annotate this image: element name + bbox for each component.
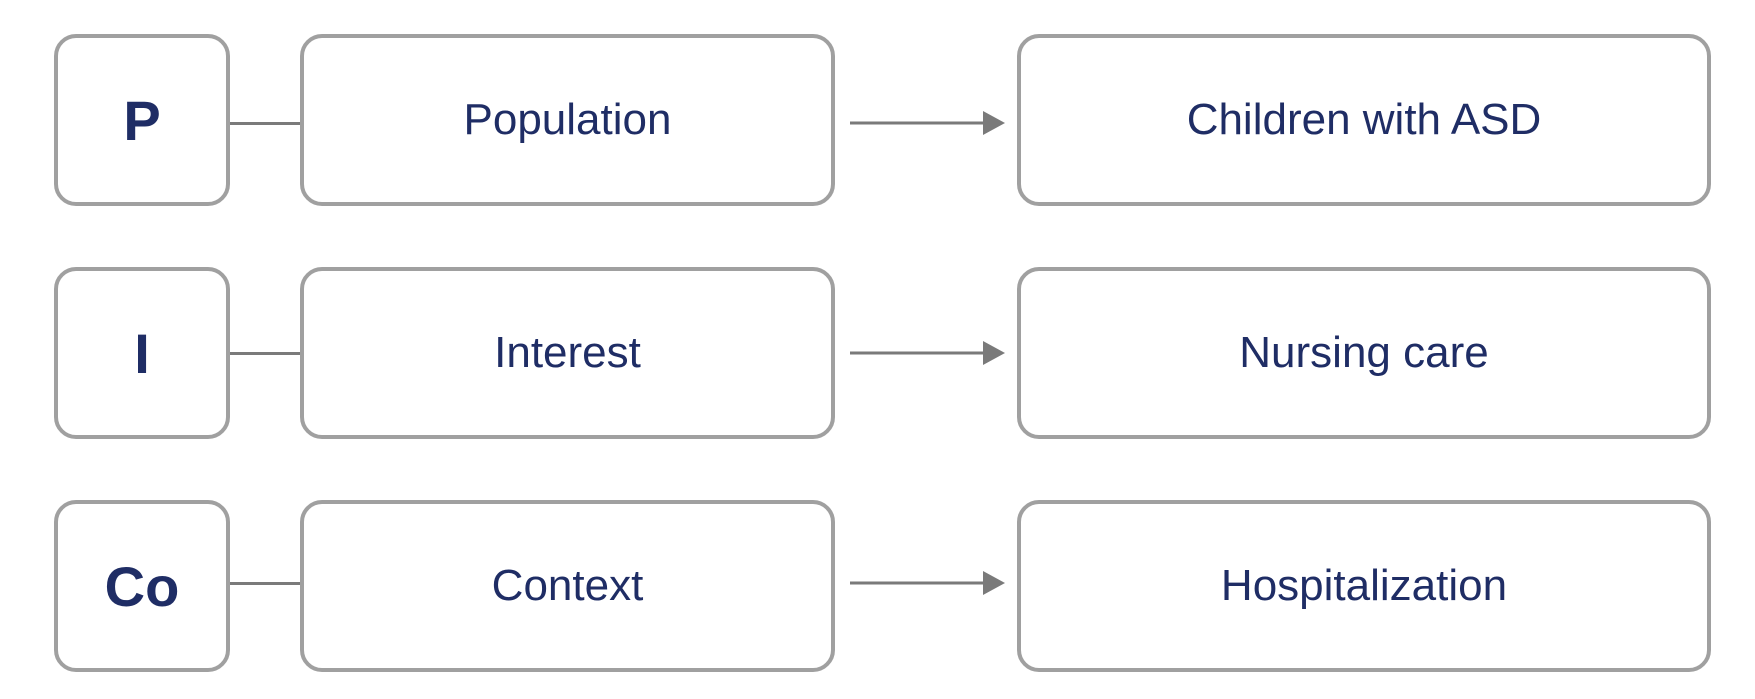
arrow-right-icon bbox=[850, 111, 1005, 135]
value-box-hospitalization: Hospitalization bbox=[1017, 500, 1711, 672]
term-box-population: Population bbox=[300, 34, 835, 206]
letter-label: I bbox=[134, 321, 150, 385]
value-box-children-with-asd: Children with ASD bbox=[1017, 34, 1711, 206]
connector-line bbox=[230, 582, 300, 585]
letter-box-p: P bbox=[54, 34, 230, 206]
term-box-interest: Interest bbox=[300, 267, 835, 439]
value-label: Nursing care bbox=[1239, 328, 1489, 377]
letter-label: Co bbox=[104, 554, 180, 618]
value-box-nursing-care: Nursing care bbox=[1017, 267, 1711, 439]
connector-line bbox=[230, 122, 300, 125]
term-label: Interest bbox=[494, 328, 641, 377]
letter-label: P bbox=[123, 88, 161, 152]
connector-line bbox=[230, 352, 300, 355]
term-label: Population bbox=[463, 95, 672, 144]
arrow-right-icon bbox=[850, 341, 1005, 365]
letter-box-co: Co bbox=[54, 500, 230, 672]
value-label: Children with ASD bbox=[1186, 95, 1542, 144]
term-box-context: Context bbox=[300, 500, 835, 672]
arrow-right-icon bbox=[850, 571, 1005, 595]
letter-box-i: I bbox=[54, 267, 230, 439]
term-label: Context bbox=[491, 561, 644, 610]
value-label: Hospitalization bbox=[1220, 561, 1508, 610]
